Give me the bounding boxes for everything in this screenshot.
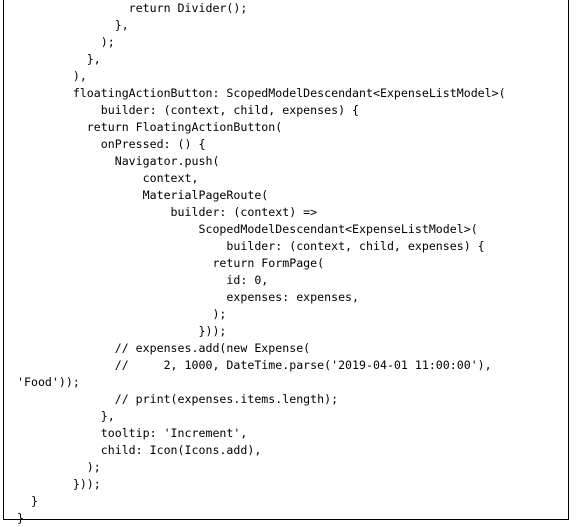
code-line: );	[17, 307, 227, 321]
code-line: // 2, 1000, DateTime.parse('2019-04-01 1…	[17, 358, 492, 372]
code-line: ),	[17, 69, 87, 83]
code-line: },	[17, 18, 129, 32]
code-line: builder: (context) =>	[17, 205, 318, 219]
code-line: }	[17, 511, 24, 525]
code-line: // expenses.add(new Expense(	[17, 341, 311, 355]
code-line: ScopedModelDescendant<ExpenseListModel>(	[17, 222, 478, 236]
code-line: id: 0,	[17, 273, 269, 287]
code-line: builder: (context, child, expenses) {	[17, 103, 360, 117]
code-line: onPressed: () {	[17, 137, 206, 151]
code-line: );	[17, 460, 101, 474]
code-block-frame	[3, 0, 569, 520]
code-line: Navigator.push(	[17, 154, 220, 168]
code-line: tooltip: 'Increment',	[17, 426, 248, 440]
code-line: return FloatingActionButton(	[17, 120, 283, 134]
code-line: }));	[17, 324, 227, 338]
code-line: }));	[17, 477, 101, 491]
code-line: }	[17, 494, 38, 508]
code-line: 'Food'));	[17, 375, 80, 389]
code-line: MaterialPageRoute(	[17, 188, 269, 202]
code-line: },	[17, 409, 115, 423]
code-line: );	[17, 35, 115, 49]
code-line: context,	[17, 171, 199, 185]
code-line: builder: (context, child, expenses) {	[17, 239, 485, 253]
code-line: floatingActionButton: ScopedModelDescend…	[17, 86, 506, 100]
code-line: // print(expenses.items.length);	[17, 392, 339, 406]
code-line: return Divider();	[17, 1, 248, 15]
code-line: child: Icon(Icons.add),	[17, 443, 262, 457]
code-line: },	[17, 52, 101, 66]
code-line: expenses: expenses,	[17, 290, 360, 304]
code-line: return FormPage(	[17, 256, 325, 270]
